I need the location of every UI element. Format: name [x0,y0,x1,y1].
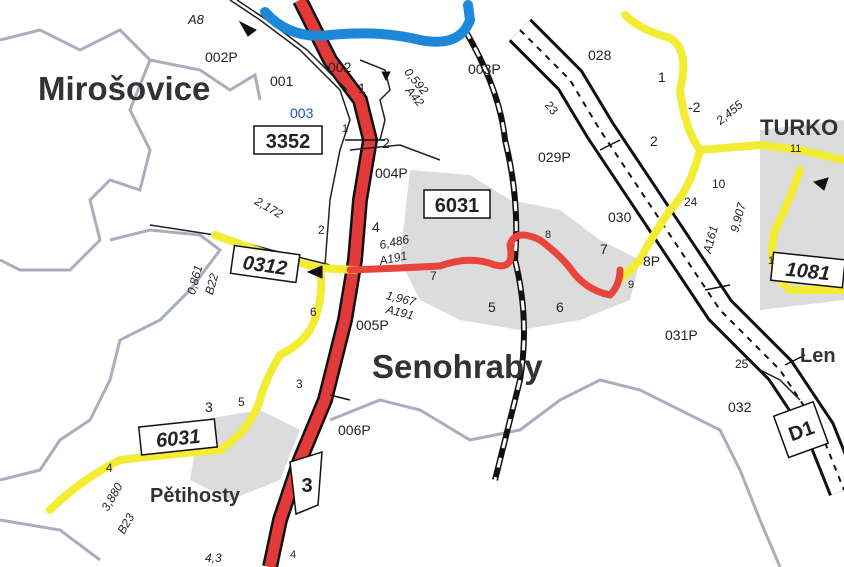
label-002: 002 [328,59,352,75]
label-minus-2: -2 [688,99,701,115]
label-3-yellow: 3 [205,399,213,415]
label-001: 001 [270,73,294,89]
arrow-icon [238,20,257,37]
label-029p: 029P [538,149,571,165]
label-a8: A8 [187,12,205,27]
label-2-junction: 2 [382,135,390,151]
arrow-icon [812,177,829,191]
label-028: 028 [588,47,612,63]
town-label-senohraby: Senohraby [372,348,543,385]
label-032: 032 [728,399,752,415]
local-roads [149,0,801,401]
direction-arrows [238,20,829,279]
label-7-mid: 7 [430,269,437,283]
label-a161: A161 [700,224,721,256]
label-2-hwy: 2 [650,133,658,149]
road-number-3352: 3352 [266,131,311,153]
road-number-3: 3 [301,475,312,497]
blue-route [260,0,476,47]
label-24: 24 [684,195,698,209]
label-002p: 002P [205,49,238,65]
label-2-side: 2 [318,223,325,237]
label-6-left: 6 [310,305,317,319]
label-4: 4 [372,219,380,235]
label-2455: 2,455 [713,97,746,128]
town-label-mirosovice: Mirošovice [38,70,210,107]
urban-areas [190,120,844,500]
label-6: 6 [556,299,564,315]
label-b23: B23 [114,511,137,537]
label-031p: 031P [665,327,698,343]
section-ticks [329,139,806,401]
road-shield-6031-bottom: 6031 [137,418,219,456]
label-006p: 006P [338,422,371,438]
label-3880: 3,880 [98,480,125,513]
railway [462,28,527,481]
label-2172: 2,172 [251,193,285,221]
label-43: 4,3 [205,551,222,565]
label-6486: 6,486 [378,232,411,252]
label-5-yellow: 5 [238,395,245,409]
label-1-right: 1 [768,255,774,267]
label-9: 9 [628,279,634,291]
road-shield-0312: 0312 [229,244,301,284]
label-005p: 005P [356,317,389,333]
road-shield-1081: 1081 [769,251,844,289]
label-8p: 8P [643,253,660,269]
arrow-icon [306,265,323,279]
label-7: 7 [600,241,608,257]
label-3-hwy: 3 [296,377,303,391]
road-shield-3352: 3352 [253,125,323,155]
label-a191-a: A191 [377,249,408,269]
label-1-ramp: 1 [342,123,348,135]
label-9907: 9,907 [727,200,749,234]
label-b22: B22 [202,272,221,297]
road-shield-d1: D1 [772,400,830,459]
label-11: 11 [790,143,801,155]
red-route [346,231,624,299]
arrow-icon [381,71,391,82]
road-shield-6031-top: 6031 [423,189,491,219]
label-004p: 004P [375,165,408,181]
label-1-road: 1 [358,80,366,96]
label-23: 23 [542,98,562,117]
label-5: 5 [488,299,496,315]
town-label-len: Len [800,345,836,367]
town-label-turko: TURKO [760,115,838,140]
road-shield-3: 3 [289,450,323,516]
road-number-6031-top: 6031 [435,195,480,217]
label-030: 030 [608,209,632,225]
label-a191-b: A191 [384,302,416,323]
town-label-petihosty: Pětihosty [150,485,241,507]
section-labels: A8 002P 001 002 003 0,592 A42 003P 028 2… [98,12,801,565]
label-003p: 003P [468,61,501,77]
label-8: 8 [545,229,551,241]
label-25: 25 [735,357,749,371]
label-10: 10 [712,177,726,191]
district-borders [0,28,782,567]
road-number-1081: 1081 [785,259,832,286]
label-4-bottomleft: 4 [106,461,113,475]
road-number-6031-bottom: 6031 [155,426,202,453]
label-4-bottom: 4 [290,549,296,561]
label-1-top: 1 [658,69,666,85]
label-003: 003 [290,105,314,121]
